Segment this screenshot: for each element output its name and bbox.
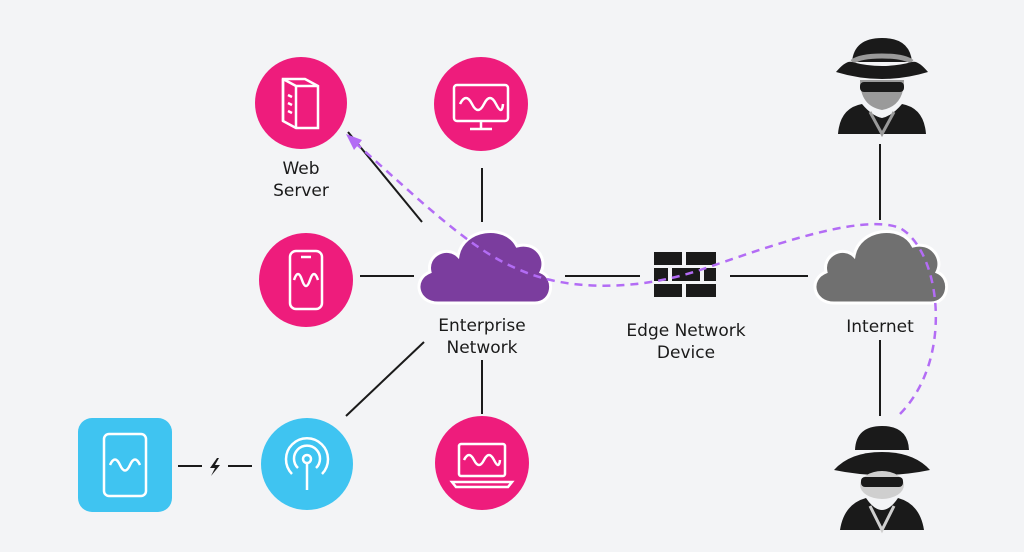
monitor-icon [452, 83, 510, 131]
smartphone-icon [288, 249, 324, 311]
enterprise-cloud-node[interactable] [417, 230, 552, 305]
laptop-node[interactable] [435, 416, 529, 510]
web-server-circle [255, 57, 347, 149]
internet-cloud-node[interactable] [813, 230, 948, 305]
server-icon [281, 77, 320, 130]
attack-path-arrowhead [346, 134, 362, 150]
attack-path [351, 139, 938, 415]
tablet-icon [102, 432, 148, 498]
monitor-circle [434, 57, 528, 151]
laptop-icon [449, 442, 515, 489]
tablet-node[interactable] [78, 418, 172, 512]
web-server-label: Web Server [273, 159, 329, 201]
tablet-square [78, 418, 172, 512]
monitor-node[interactable] [434, 57, 528, 151]
wireless-access-point-icon [284, 437, 330, 490]
edge-network-device-label: Edge Network Device [626, 321, 746, 363]
phone-node[interactable] [259, 233, 353, 327]
connection-lines [178, 131, 881, 467]
wifi-node[interactable] [261, 418, 353, 510]
web-server-node[interactable] [255, 57, 347, 149]
link-enterprise-wifi [345, 341, 425, 417]
enterprise-network-label: Enterprise Network [438, 316, 526, 358]
phone-circle [259, 233, 353, 327]
hacker-gray-icon[interactable] [836, 38, 928, 138]
enterprise-cloud-icon [417, 230, 552, 305]
internet-label: Internet [846, 317, 914, 337]
hacker-black-icon[interactable] [834, 426, 930, 534]
internet-cloud-icon [813, 230, 948, 305]
firewall-brick-icon[interactable] [654, 252, 716, 297]
bolt-icon [210, 458, 220, 476]
